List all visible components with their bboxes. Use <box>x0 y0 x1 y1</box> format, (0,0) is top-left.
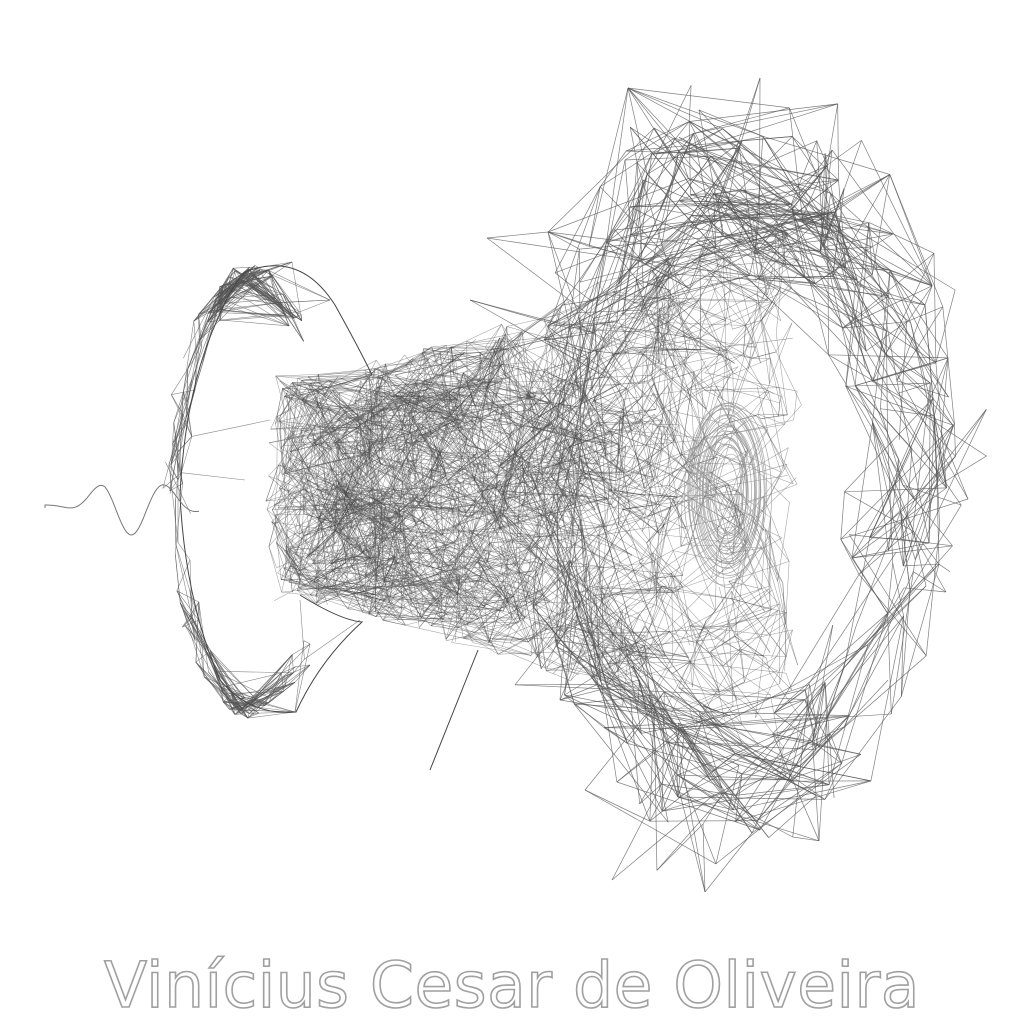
stray-line <box>429 649 479 771</box>
wireframe-horn-artwork <box>44 77 987 893</box>
back-ring-frame <box>162 261 373 719</box>
inner-spiral-rings <box>683 402 773 589</box>
artist-signature: Vinícius Cesar de Oliveira <box>103 948 921 1023</box>
outer-horn-frame <box>394 77 987 893</box>
sound-wave-squiggle <box>44 484 200 536</box>
horn-body-mesh <box>265 195 802 781</box>
